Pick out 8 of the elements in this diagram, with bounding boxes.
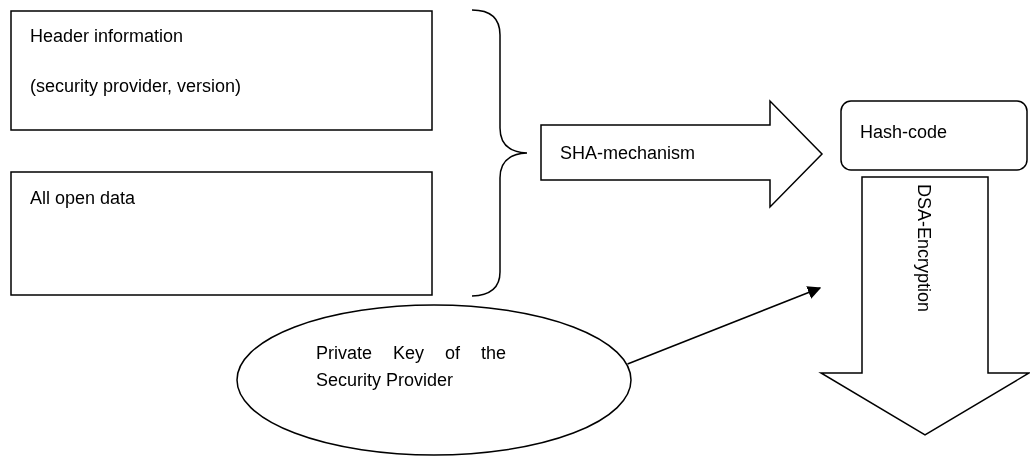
node-text: Private Key of the Security Provider xyxy=(316,342,506,392)
node-text: Header information xyxy=(30,26,184,47)
node-text: DSA-Encryption xyxy=(913,184,934,313)
node-text: (security provider, version) xyxy=(30,76,242,97)
node-text: Hash-code xyxy=(860,122,948,143)
node-text: All open data xyxy=(30,188,136,209)
arrow xyxy=(626,286,822,365)
node-text: SHA-mechanism xyxy=(560,143,696,164)
